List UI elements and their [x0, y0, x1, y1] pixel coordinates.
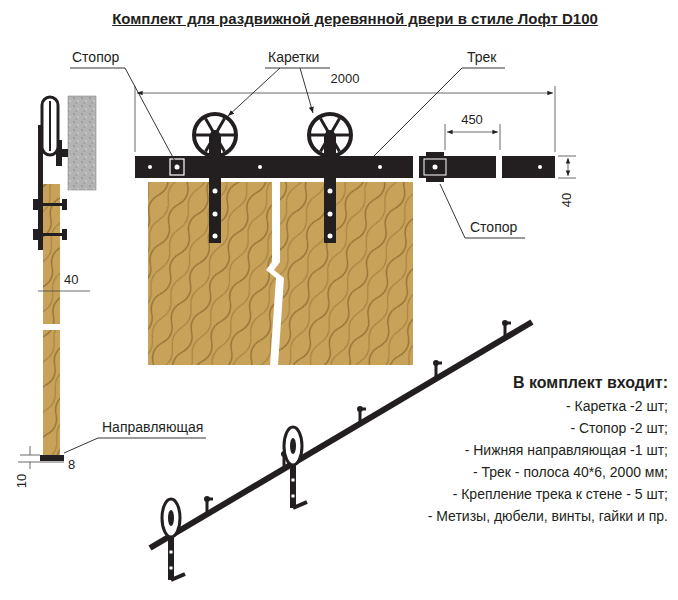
leader-line: [440, 184, 525, 238]
perspective-track: [171, 574, 185, 580]
side-view: [40, 455, 64, 461]
leader-line: [228, 68, 280, 116]
stopper: [170, 159, 184, 175]
track-bolt: [538, 165, 542, 169]
perspective-track: [169, 478, 295, 570]
hanger-strap: [213, 234, 218, 239]
dimension-value: 8: [68, 458, 75, 473]
dimension-line: [18, 462, 64, 463]
side-view: [43, 330, 60, 455]
list-item: - Стопор -2 шт;: [570, 420, 668, 436]
hanger-strap: [213, 189, 333, 239]
part-name: Каретки: [268, 49, 319, 65]
list-item: - Каретка -2 шт;: [566, 398, 668, 414]
dimension-line: [447, 132, 498, 133]
perspective-track: [433, 360, 439, 366]
perspective-track: [162, 499, 180, 537]
leader-line: [64, 438, 206, 453]
side-view: [62, 199, 67, 210]
leader-line: [64, 68, 525, 453]
dimension-value: 2000: [331, 72, 360, 87]
list-item: - Метизы, дюбели, винты, гайки и пр.: [428, 508, 668, 524]
stopper: [426, 152, 444, 182]
perspective-track: [293, 502, 307, 508]
side-view: [62, 149, 68, 157]
wall-section: [68, 96, 96, 190]
perspective-track: [284, 427, 302, 465]
dimension-line: [135, 86, 576, 178]
perspective-track: [291, 494, 295, 498]
dimension-value: 40: [64, 273, 78, 288]
dimension-value: 40: [560, 193, 575, 207]
dimension-value: 10: [15, 474, 30, 488]
hanger-strap: [213, 212, 218, 217]
side-view: [42, 97, 58, 155]
perspective-track: [204, 496, 210, 502]
hanger-strap: [328, 234, 333, 239]
carriage-wheel: [194, 114, 236, 156]
hanger-strap: [328, 189, 333, 194]
list-item: - Нижняя направляющая -1 шт;: [465, 442, 668, 458]
side-view: [33, 233, 67, 236]
dimension-line: [137, 93, 553, 94]
track-bar: [502, 156, 555, 178]
part-name: Стопор: [72, 49, 119, 65]
side-view: [33, 229, 38, 240]
side-view: [33, 97, 68, 461]
side-view: [62, 229, 67, 240]
carriage-wheel: [309, 114, 351, 156]
track-bolt: [148, 165, 152, 169]
track-bolt: [378, 165, 382, 169]
perspective-track: [290, 438, 296, 454]
leader-line: [372, 68, 505, 158]
stopper: [433, 165, 438, 170]
side-view: [49, 101, 51, 151]
hanger-strap: [209, 135, 221, 243]
track-bar: [135, 156, 555, 178]
dimension-line: [30, 446, 31, 469]
dimension-line: [568, 158, 569, 176]
stopper: [421, 152, 449, 182]
part-name: Направляющая: [102, 419, 203, 435]
perspective-track: [207, 323, 511, 514]
leader-line: [265, 68, 330, 69]
perspective-track: [357, 406, 363, 412]
perspective-track: [169, 566, 173, 570]
stopper: [424, 159, 446, 175]
hanger-strap: [213, 189, 218, 194]
dimension-line: [135, 86, 555, 152]
hanger-strap: [328, 212, 333, 217]
track-bolt: [148, 165, 542, 169]
dimension-value: 450: [461, 113, 483, 128]
part-name: Стопор: [470, 219, 517, 235]
stopper: [175, 165, 180, 170]
leader-line: [300, 68, 313, 113]
perspective-track: [204, 320, 508, 502]
list-heading: В комплект входит:: [513, 374, 668, 392]
perspective-track: [502, 320, 508, 326]
dimension-line: [558, 156, 576, 178]
door-leaf: [274, 182, 413, 365]
hanger-strap: [324, 135, 336, 243]
perspective-track: [168, 510, 174, 526]
dimension-line: [38, 291, 90, 292]
list-item: - Трек - полоса 40*6, 2000 мм;: [473, 464, 668, 480]
perspective-track: [169, 550, 173, 554]
track-bolt: [258, 165, 262, 169]
track-bar: [135, 156, 413, 178]
diagram-title: Комплект для раздвижной деревянной двери…: [112, 10, 598, 27]
stopper: [170, 159, 184, 175]
side-view: [33, 203, 67, 206]
dimension-line: [18, 291, 90, 469]
list-item: - Крепление трека к стене - 5 шт;: [453, 486, 668, 502]
side-view: [33, 199, 38, 210]
part-name: Трек: [467, 49, 496, 65]
door-leaf: [148, 182, 413, 365]
dimension-line: [445, 124, 500, 150]
perspective-track: [291, 478, 295, 482]
